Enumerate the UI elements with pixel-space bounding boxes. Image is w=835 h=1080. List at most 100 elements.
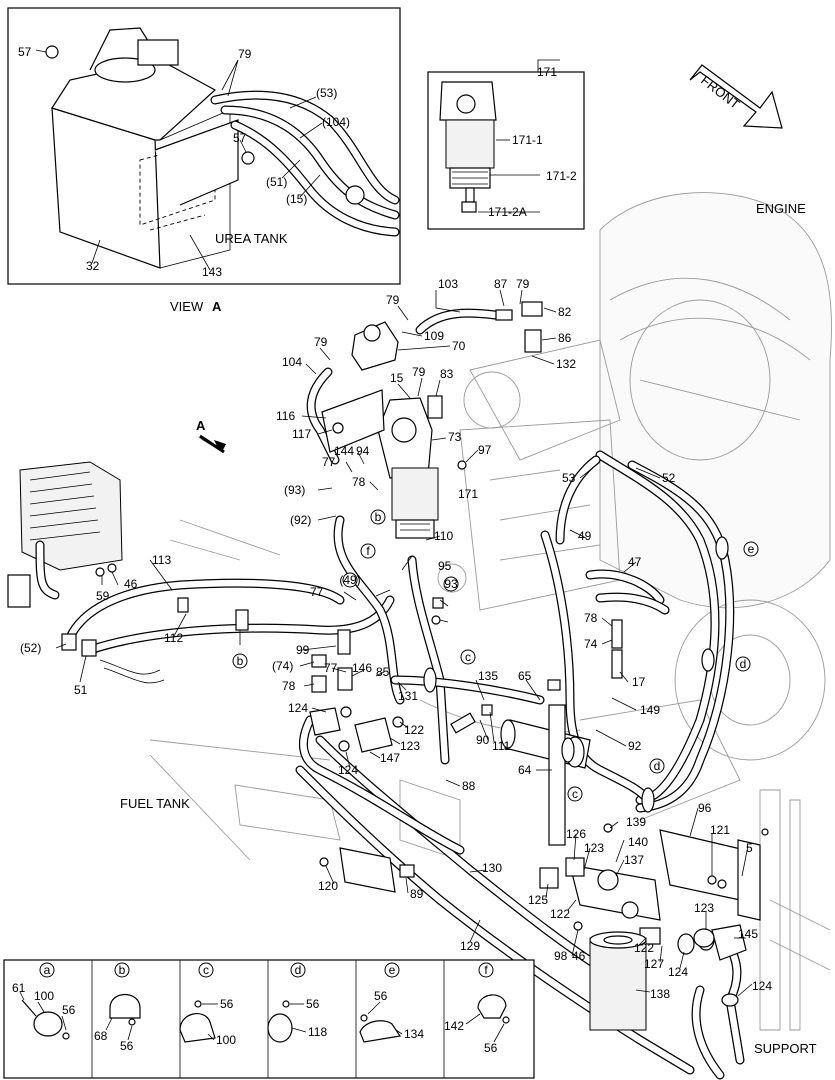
svg-text:e: e	[748, 542, 755, 556]
callout: 53	[562, 471, 576, 485]
callout: 171	[458, 487, 478, 501]
callout: (74)	[272, 659, 293, 673]
callout: 129	[460, 939, 480, 953]
clamp-legend: a 61 100 56 b 68 56 c 56 100 d 56	[3, 959, 535, 1079]
marker-f	[443, 576, 459, 592]
bolt-icon	[45, 45, 59, 59]
callout-104: (104)	[322, 115, 350, 129]
legend-marker-b	[114, 962, 130, 978]
callout: 65	[518, 669, 532, 683]
legend-part: 56	[62, 1003, 76, 1017]
callout-53: (53)	[316, 86, 337, 100]
fuel-tank-label: FUEL TANK	[120, 796, 190, 811]
callout: 144	[334, 444, 354, 458]
svg-text:e: e	[389, 963, 396, 977]
callout: 52	[662, 471, 676, 485]
svg-text:d: d	[740, 657, 747, 671]
legend-part: 100	[34, 989, 54, 1003]
legend-part: 118	[308, 1025, 327, 1039]
callout: 88	[462, 779, 476, 793]
marker-b-left	[232, 653, 248, 669]
view-arrow-letter: A	[196, 418, 206, 433]
callout-171-1: 171-1	[512, 133, 543, 147]
legend-marker-e	[384, 962, 400, 978]
callout: 94	[356, 444, 370, 458]
callout: 139	[626, 815, 646, 829]
callout: 77	[322, 455, 336, 469]
callout: 123	[694, 901, 714, 915]
callout: 15	[390, 371, 404, 385]
callout: 123	[584, 841, 604, 855]
marker-c-1	[460, 649, 476, 665]
callout: 124	[338, 763, 358, 777]
ecu-module	[7, 461, 123, 608]
support-label: SUPPORT	[754, 1041, 817, 1056]
callout: (93)	[284, 483, 305, 497]
legend-marker-d	[290, 962, 306, 978]
bolt-icon	[241, 151, 255, 165]
marker-a	[342, 572, 358, 588]
callout: 125	[528, 893, 548, 907]
svg-text:c: c	[203, 963, 209, 977]
clamp-icon	[477, 994, 507, 1019]
svg-text:b: b	[375, 510, 382, 524]
clamp-icon	[109, 994, 141, 1019]
callout: 49	[578, 529, 592, 543]
callout: 138	[650, 987, 670, 1001]
callout-57b: 57	[233, 131, 247, 145]
callout: 116	[276, 409, 295, 423]
callout-15: (15)	[286, 192, 307, 206]
callout: 112	[164, 631, 183, 645]
callout: 126	[566, 827, 586, 841]
marker-b-upper	[370, 509, 386, 525]
marker-c-2	[567, 786, 583, 802]
callout: 147	[380, 751, 400, 765]
legend-marker-f	[478, 962, 494, 978]
clamp-icon	[359, 1020, 402, 1043]
marker-d-2	[649, 758, 665, 774]
marker-b-top	[360, 543, 376, 559]
callout: 146	[352, 661, 372, 675]
callout-51: (51)	[266, 175, 287, 189]
callout: 124	[288, 701, 308, 715]
callout: 86	[558, 331, 572, 345]
callout: 99	[296, 643, 310, 657]
legend-part: 68	[94, 1029, 108, 1043]
legend-part: 56	[306, 997, 320, 1011]
callout-79: 79	[238, 47, 252, 61]
callout: 131	[398, 689, 418, 703]
svg-text:d: d	[654, 759, 661, 773]
svg-text:(49): (49)	[339, 573, 360, 587]
marker-d-1	[735, 656, 751, 672]
callout-171-2a: 171-2A	[488, 205, 527, 219]
callout-171: 171	[537, 65, 557, 79]
callout: 89	[410, 887, 424, 901]
callout: 79	[314, 335, 328, 349]
callout: 77	[310, 585, 324, 599]
callout: 98	[554, 949, 568, 963]
fuel-filter-138	[589, 937, 647, 1031]
clamp-icon	[267, 1013, 293, 1043]
callout: 137	[624, 853, 644, 867]
callout: 140	[628, 835, 648, 849]
legend-marker-c	[198, 962, 214, 978]
callout: 92	[628, 739, 642, 753]
legend-part: 134	[404, 1027, 424, 1041]
callout: 70	[452, 339, 466, 353]
front-arrow-icon: FRONT	[689, 64, 783, 129]
callout: 95	[438, 559, 452, 573]
callout: 79	[516, 277, 530, 291]
callout: 135	[478, 669, 498, 683]
callout-32: 32	[86, 259, 100, 273]
parts	[61, 301, 769, 1031]
legend-part: 56	[374, 989, 388, 1003]
legend-marker-a	[39, 962, 55, 978]
callout: 109	[424, 329, 444, 343]
callout: 51	[74, 683, 88, 697]
callout: 78	[282, 679, 296, 693]
legend-part: 61	[12, 981, 26, 995]
urea-tank-top	[51, 59, 217, 141]
clamp-icon	[33, 1011, 63, 1037]
callout: 122	[404, 723, 424, 737]
callout: 122	[550, 907, 570, 921]
